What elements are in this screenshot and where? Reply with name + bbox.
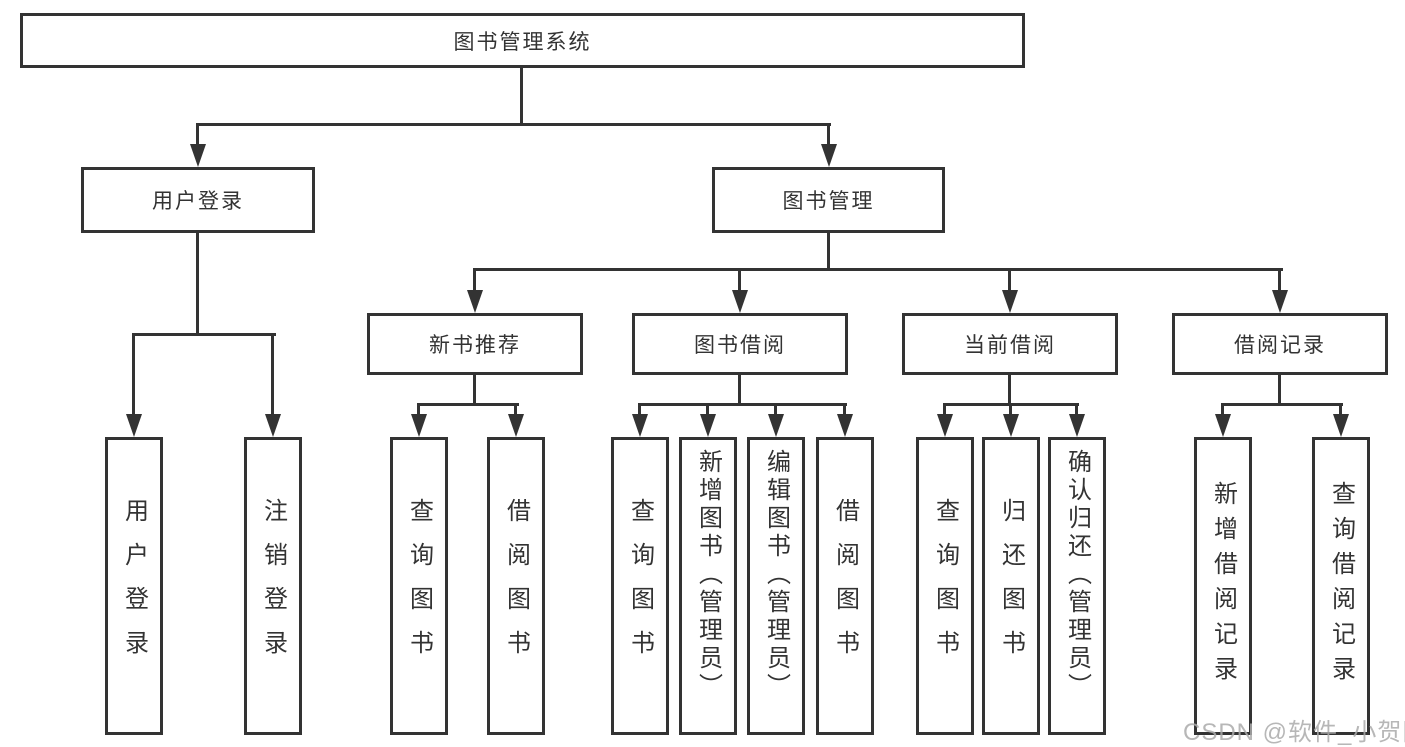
node-label: 借阅图书 (502, 498, 530, 674)
leaf-newbooks-query-books: 查询图书 (390, 437, 448, 735)
node-book-management: 图书管理 (712, 167, 945, 233)
arrow-down-icon (1215, 414, 1231, 437)
arrow-down-icon (1002, 290, 1018, 313)
connector-line (417, 403, 420, 417)
node-label: 查询借阅记录 (1327, 481, 1355, 691)
connector-line (271, 333, 274, 417)
node-label: 注销登录 (259, 498, 287, 674)
arrow-down-icon (190, 144, 206, 167)
connector-line (1075, 403, 1078, 417)
node-label: 查询图书 (405, 498, 433, 674)
arrow-down-icon (265, 414, 281, 437)
node-label: 新增图书（管理员） (694, 449, 722, 701)
leaf-borrow-query-books: 查询图书 (611, 437, 669, 735)
node-label: 图书管理系统 (453, 30, 592, 54)
node-label: 查询图书 (626, 498, 654, 674)
node-label: 借阅图书 (831, 498, 859, 674)
connector-line (1278, 375, 1281, 406)
connector-line (943, 403, 946, 417)
connector-line (197, 123, 831, 126)
connector-line (638, 403, 641, 417)
arrow-down-icon (1333, 414, 1349, 437)
connector-line (774, 403, 777, 417)
arrow-down-icon (126, 414, 142, 437)
arrow-down-icon (1069, 414, 1085, 437)
connector-line (638, 403, 847, 406)
connector-line (827, 123, 830, 149)
arrow-down-icon (700, 414, 716, 437)
leaf-logout: 注销登录 (244, 437, 302, 735)
leaf-user-login: 用户登录 (105, 437, 163, 735)
connector-line (738, 375, 741, 406)
node-root-library-system: 图书管理系统 (20, 13, 1025, 68)
leaf-records-query-record: 查询借阅记录 (1312, 437, 1370, 735)
connector-line (1221, 403, 1343, 406)
node-borrow-records: 借阅记录 (1172, 313, 1388, 375)
node-label: 图书借阅 (694, 334, 786, 357)
connector-line (1221, 403, 1224, 417)
connector-line (132, 333, 276, 336)
leaf-borrow-edit-books-admin: 编辑图书（管理员） (747, 437, 805, 735)
node-label: 图书管理 (782, 190, 875, 213)
node-new-book-recommend: 新书推荐 (367, 313, 583, 375)
leaf-current-confirm-return-admin: 确认归还（管理员） (1048, 437, 1106, 735)
connector-line (1008, 268, 1011, 294)
leaf-current-query-books: 查询图书 (916, 437, 974, 735)
connector-line (473, 268, 1283, 271)
connector-line (1009, 403, 1012, 417)
node-label: 用户登录 (120, 498, 148, 674)
arrow-down-icon (768, 414, 784, 437)
connector-line (1278, 268, 1281, 294)
connector-line (827, 233, 830, 271)
node-current-borrow: 当前借阅 (902, 313, 1118, 375)
arrow-down-icon (732, 290, 748, 313)
connector-line (417, 403, 519, 406)
node-label: 用户登录 (152, 190, 244, 213)
connector-line (196, 123, 199, 149)
arrow-down-icon (1272, 290, 1288, 313)
connector-line (520, 68, 523, 125)
arrow-down-icon (937, 414, 953, 437)
leaf-records-add-record: 新增借阅记录 (1194, 437, 1252, 735)
connector-line (473, 268, 476, 294)
connector-line (514, 403, 517, 417)
node-label: 当前借阅 (964, 334, 1056, 357)
connector-line (132, 333, 135, 417)
node-label: 借阅记录 (1234, 334, 1326, 357)
arrow-down-icon (632, 414, 648, 437)
arrow-down-icon (508, 414, 524, 437)
leaf-current-return-books: 归还图书 (982, 437, 1040, 735)
node-label: 编辑图书（管理员） (762, 449, 790, 701)
connector-line (843, 403, 846, 417)
connector-line (473, 375, 476, 406)
leaf-borrow-add-books-admin: 新增图书（管理员） (679, 437, 737, 735)
arrow-down-icon (411, 414, 427, 437)
node-label: 查询图书 (931, 498, 959, 674)
leaf-borrow-borrow-books: 借阅图书 (816, 437, 874, 735)
arrow-down-icon (1003, 414, 1019, 437)
node-label: 确认归还（管理员） (1063, 449, 1091, 701)
connector-line (1339, 403, 1342, 417)
node-label: 新增借阅记录 (1209, 481, 1237, 691)
arrow-down-icon (467, 290, 483, 313)
csdn-watermark: CSDN @软件_小贺同学 (1183, 719, 1405, 746)
node-label: 归还图书 (997, 498, 1025, 674)
connector-line (706, 403, 709, 417)
connector-line (1008, 375, 1011, 406)
node-book-borrow: 图书借阅 (632, 313, 848, 375)
connector-line (738, 268, 741, 294)
node-user-login: 用户登录 (81, 167, 315, 233)
node-label: 新书推荐 (429, 334, 521, 357)
arrow-down-icon (837, 414, 853, 437)
leaf-newbooks-borrow-books: 借阅图书 (487, 437, 545, 735)
connector-line (196, 233, 199, 335)
arrow-down-icon (821, 144, 837, 167)
